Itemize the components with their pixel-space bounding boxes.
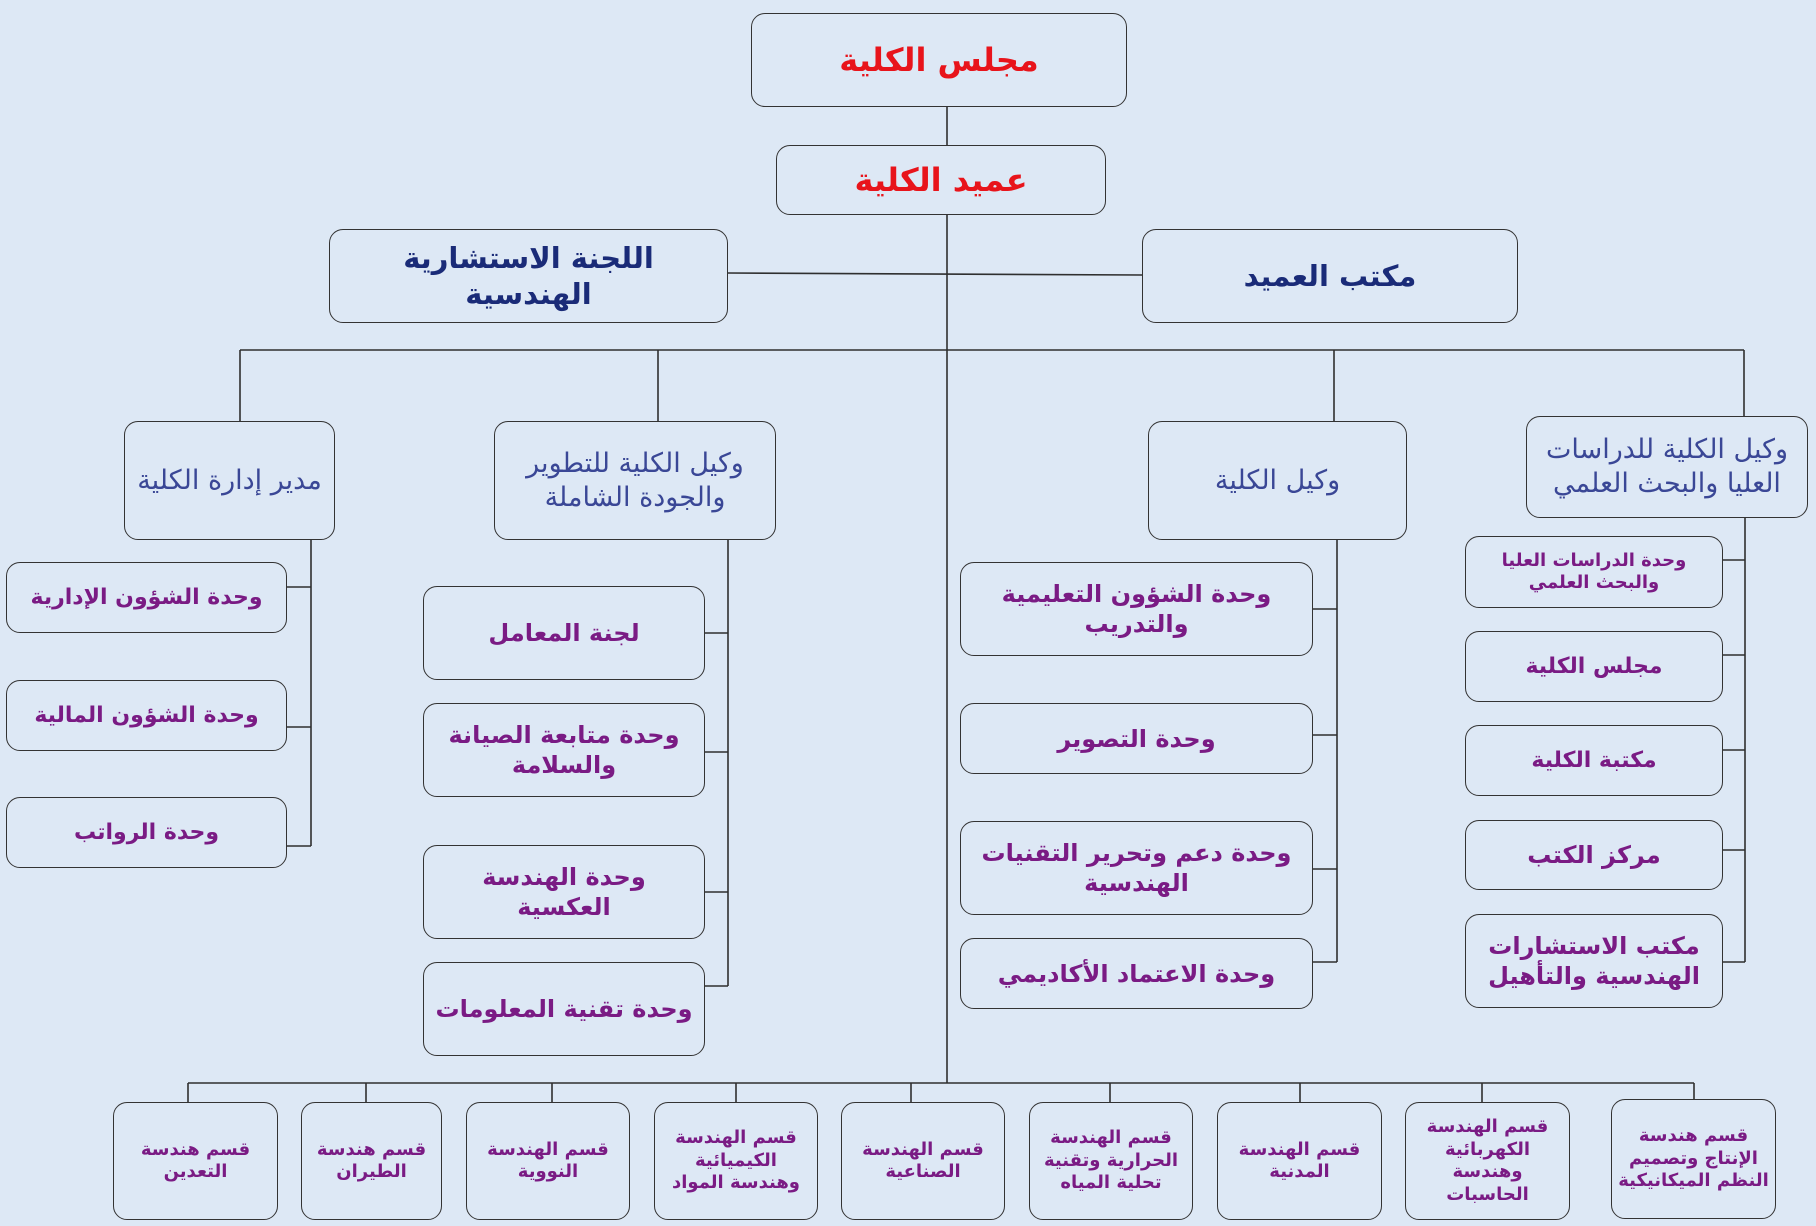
salaries-unit: وحدة الرواتب xyxy=(6,797,287,868)
reverse-engineering-unit: وحدة الهندسة العكسية xyxy=(423,845,705,939)
department-industrial: قسم الهندسة الصناعية xyxy=(841,1102,1005,1220)
technical-support-unit: وحدة دعم وتحرير التقنيات الهندسية xyxy=(960,821,1313,915)
faculty-council-box: مجلس الكلية xyxy=(751,13,1127,107)
it-unit: وحدة تقنية المعلومات xyxy=(423,962,705,1056)
department-nuclear: قسم الهندسة النووية xyxy=(466,1102,630,1220)
consulting-office-unit: مكتب الاستشارات الهندسية والتأهيل xyxy=(1465,914,1723,1008)
vice-dean-development-box: وكيل الكلية للتطوير والجودة الشاملة xyxy=(494,421,776,540)
department-thermal-desalination: قسم الهندسة الحرارية وتقنية تحلية المياه xyxy=(1029,1102,1193,1220)
college-director-box: مدير إدارة الكلية xyxy=(124,421,335,540)
graduate-research-unit: وحدة الدراسات العليا والبحث العلمي xyxy=(1465,536,1723,608)
department-aerospace: قسم هندسة الطيران xyxy=(301,1102,442,1220)
admin-affairs-unit: وحدة الشؤون الإدارية xyxy=(6,562,287,633)
department-production-mechanical: قسم هندسة الإنتاج وتصميم النظم الميكانيك… xyxy=(1611,1099,1776,1219)
maintenance-safety-unit: وحدة متابعة الصيانة والسلامة xyxy=(423,703,705,797)
college-library-unit: مكتبة الكلية xyxy=(1465,725,1723,796)
department-electrical-computer: قسم الهندسة الكهربائية وهندسة الحاسبات xyxy=(1405,1102,1570,1220)
financial-affairs-unit: وحدة الشؤون المالية xyxy=(6,680,287,751)
department-civil: قسم الهندسة المدنية xyxy=(1217,1102,1382,1220)
department-chemical-materials: قسم الهندسة الكيميائية وهندسة المواد xyxy=(654,1102,818,1220)
advisory-committee-box: اللجنة الاستشارية الهندسية xyxy=(329,229,728,323)
education-training-unit: وحدة الشؤون التعليمية والتدريب xyxy=(960,562,1313,656)
department-mining: قسم هندسة التعدين xyxy=(113,1102,278,1220)
photography-unit: وحدة التصوير xyxy=(960,703,1313,774)
book-center-unit: مركز الكتب xyxy=(1465,820,1723,890)
faculty-council-unit: مجلس الكلية xyxy=(1465,631,1723,702)
vice-dean-graduate-box: وكيل الكلية للدراسات العليا والبحث العلم… xyxy=(1526,416,1808,518)
dean-box: عميد الكلية xyxy=(776,145,1106,215)
labs-committee-unit: لجنة المعامل xyxy=(423,586,705,680)
dean-office-box: مكتب العميد xyxy=(1142,229,1518,323)
vice-dean-box: وكيل الكلية xyxy=(1148,421,1407,540)
academic-accreditation-unit: وحدة الاعتماد الأكاديمي xyxy=(960,938,1313,1009)
